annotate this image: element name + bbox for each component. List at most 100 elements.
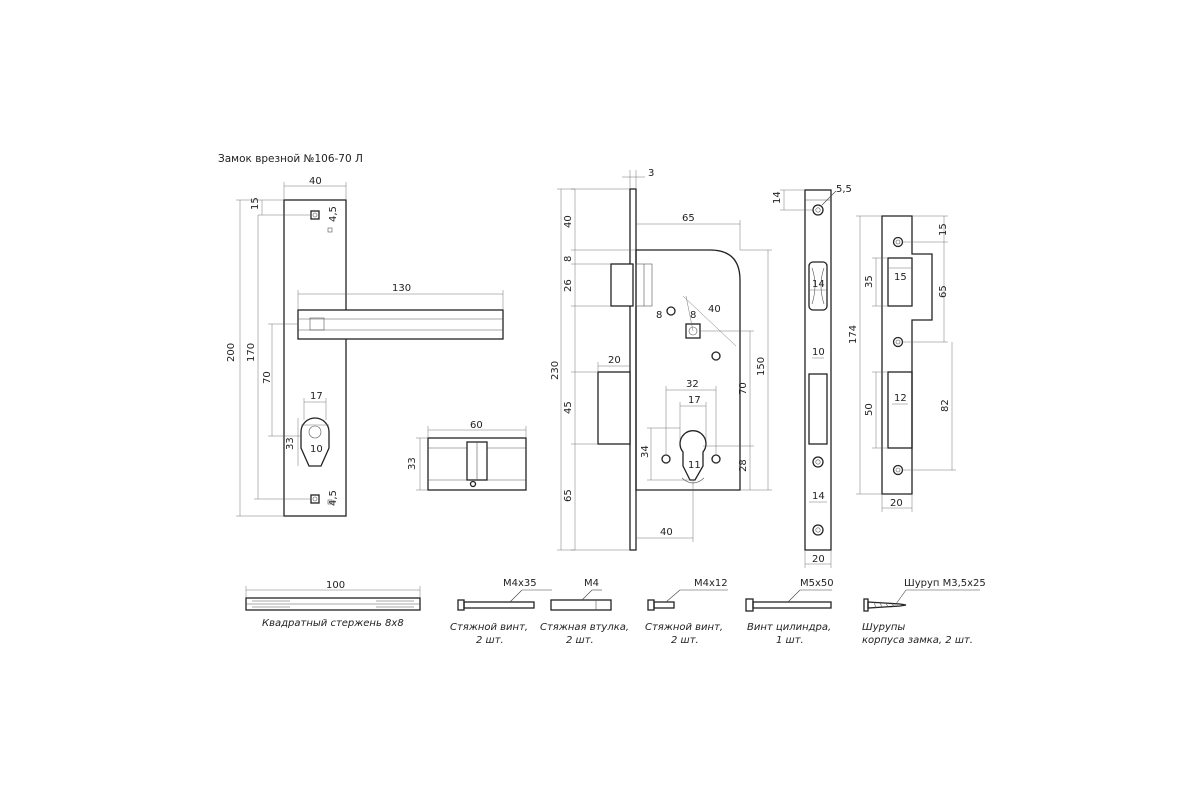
dim-span-70: 70	[738, 382, 749, 395]
dim-front-14-bottom: 14	[812, 491, 825, 502]
dim-front-14-top: 14	[772, 191, 783, 204]
latch-opening	[808, 261, 828, 311]
dim-screw-dia-bottom: 4,5	[328, 490, 339, 506]
dim-cyl-span-32: 32	[686, 379, 699, 390]
dim-top-40: 40	[563, 215, 574, 228]
latch-bolt	[610, 263, 634, 307]
dim-latch-26: 26	[563, 279, 574, 292]
screw-m4x35-head	[457, 599, 465, 611]
screw-m4x35-shank	[463, 601, 535, 609]
dim-cyl-hole-height: 33	[285, 437, 296, 450]
dim-bolt-20: 20	[608, 355, 621, 366]
square-rod: 100 Квадратный стержень 8х8	[245, 580, 421, 629]
strike-top-screw	[892, 236, 904, 248]
dim-diagonal-40: 40	[708, 304, 721, 315]
handle-lever	[297, 309, 504, 340]
cyl-screw-head	[745, 598, 754, 612]
dim-bottom-65: 65	[563, 489, 574, 502]
dim-strike-35: 35	[864, 275, 875, 288]
wood-screw-shank	[867, 601, 907, 609]
rod-length: 100	[326, 580, 345, 591]
dim-cyl-hole-dia: 10	[310, 444, 323, 455]
cylinder-cutout	[679, 430, 707, 481]
strike-plate	[881, 215, 933, 495]
front-mid-screw	[812, 456, 824, 468]
escutcheon-plate	[283, 199, 347, 517]
cylinder-keyhole	[300, 417, 330, 467]
dim-cylinder-length: 60	[470, 420, 483, 431]
wood-screw-qty: корпуса замка, 2 шт.	[862, 635, 973, 646]
dim-strike-65: 65	[938, 285, 949, 298]
screw-m4x12-qty: 2 шт.	[671, 635, 699, 646]
bottom-screw-hole	[310, 494, 320, 504]
dim-screw-dia-top: 4,5	[328, 206, 339, 222]
bushing-caption: Стяжная втулка,	[540, 622, 629, 633]
dim-total-230: 230	[550, 361, 561, 380]
dim-cylinder-height: 33	[407, 457, 418, 470]
dim-front-10: 10	[812, 347, 825, 358]
dim-spindle-8b: 8	[690, 310, 696, 321]
drawing-title: Замок врезной №106-70 Л	[218, 153, 363, 165]
dim-body-depth: 65	[682, 213, 695, 224]
dead-bolt	[597, 371, 631, 445]
lock-faceplate	[629, 188, 637, 551]
screw-m4x12-head	[647, 599, 655, 611]
screw-m4x12-shank	[653, 601, 675, 609]
dim-cyl-hole-width: 17	[310, 391, 323, 402]
dim-plate-width: 40	[309, 176, 322, 187]
dim-front-20: 20	[812, 554, 825, 565]
dim-strike-174: 174	[848, 325, 859, 344]
front-top-screw	[812, 204, 824, 216]
handle-plate-view: 40 15 4,5 200 170 70 130 17 33 10	[226, 176, 504, 517]
dim-latch-8: 8	[563, 256, 574, 262]
wood-screw-caption: Шурупы	[862, 622, 905, 633]
cyl-screw-qty: 1 шт.	[776, 635, 804, 646]
dim-strike-20: 20	[890, 498, 903, 509]
top-screw-hole	[310, 210, 320, 220]
dim-plate-screw-top: 15	[250, 197, 261, 210]
dim-bolt-45: 45	[563, 401, 574, 414]
strike-bolt-hole	[887, 371, 913, 449]
strike-bottom-screw	[892, 464, 904, 476]
front-plate	[804, 189, 832, 551]
cylinder-screw-hole	[469, 480, 477, 488]
cylinder-body	[427, 437, 527, 491]
dim-strike-15-inner: 15	[894, 272, 907, 283]
dim-backset-40: 40	[660, 527, 673, 538]
strike-plate-view: 15 15 35 65 174 50 12 82 20	[848, 215, 956, 512]
cyl-screw-caption: Винт цилиндра,	[747, 622, 831, 633]
cyl-screw-left	[661, 454, 671, 464]
cyl-screw-spec: М5х50	[800, 578, 834, 589]
lock-body-view: 3 65 40 8 26 45 65 230 20 8 8 40	[550, 168, 772, 551]
screw-m4x12-spec: М4х12	[694, 578, 728, 589]
bushing-qty: 2 шт.	[566, 635, 594, 646]
dim-handle-to-cylinder: 70	[262, 371, 273, 384]
screw-m4x35-caption: Стяжной винт,	[450, 622, 528, 633]
spindle-hole-small	[666, 306, 676, 316]
front-bottom-screw	[812, 524, 824, 536]
rod-caption: Квадратный стержень 8х8	[262, 618, 404, 629]
bushing-body	[550, 599, 612, 611]
dim-plate-screw-span: 170	[246, 343, 257, 362]
strike-mid-screw	[892, 336, 904, 348]
screw-m4x12: М4х12 Стяжной винт, 2 шт.	[645, 578, 728, 646]
screw-m4x12-caption: Стяжной винт,	[645, 622, 723, 633]
dim-strike-15-top: 15	[938, 223, 949, 236]
front-faceplate-view: 14 5,5 14 10 14 20	[772, 184, 852, 568]
dim-plate-height: 200	[226, 343, 237, 362]
dim-faceplate-thickness: 3	[648, 168, 654, 179]
cyl-screw-shank	[752, 601, 832, 609]
wood-screw-head	[863, 598, 869, 612]
wood-screws: Шуруп М3,5х25 Шурупы корпуса замка, 2 шт…	[862, 578, 986, 646]
screw-m4x35-spec: М4х35	[503, 578, 537, 589]
lock-case	[635, 249, 741, 491]
cylinder-view: 60 33	[407, 420, 527, 491]
bushing-m4: М4 Стяжная втулка, 2 шт.	[540, 578, 629, 646]
dim-span-150: 150	[756, 357, 767, 376]
screw-m4x35: М4х35 Стяжной винт, 2 шт.	[450, 578, 552, 646]
dim-28: 28	[738, 459, 749, 472]
dim-cyl-17: 17	[688, 395, 701, 406]
strike-latch-hole	[887, 257, 913, 307]
